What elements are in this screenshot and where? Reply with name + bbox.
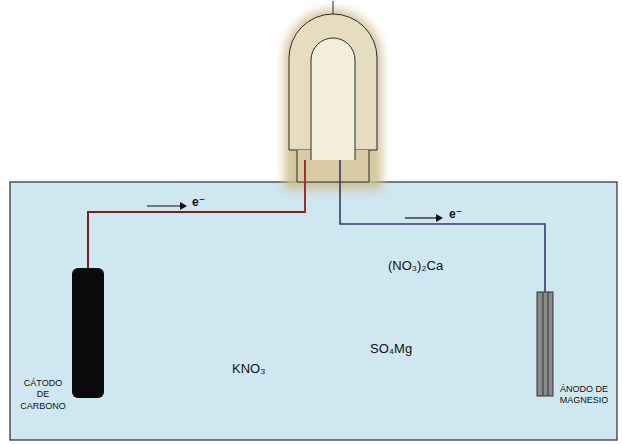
electron-arrow — [405, 217, 436, 218]
electrode-label: ÁNODO DE MAGNESIO — [560, 384, 609, 407]
carbon-cathode — [72, 268, 104, 398]
bulb-glow — [284, 9, 382, 190]
anode-line — [543, 292, 544, 396]
electrolyte-tank — [10, 182, 617, 440]
electron-label: e⁻ — [449, 208, 462, 222]
electrolyte-formula: SO₄Mg — [370, 342, 412, 357]
anode-wire — [340, 160, 545, 292]
electrolyte-formula: (NO₃)₂Ca — [388, 259, 443, 274]
electron-label: e⁻ — [192, 196, 205, 210]
bulb-filament — [311, 38, 355, 160]
electrolyte-formula: KNO₃ — [232, 362, 265, 377]
electron-arrow — [147, 205, 180, 206]
cathode-wire — [88, 160, 305, 270]
cathode-wire-highlight — [305, 160, 306, 212]
magnesium-anode — [537, 292, 553, 396]
electron-arrow-head — [180, 202, 187, 210]
bulb-tip — [333, 1, 334, 14]
electron-arrow-head — [436, 214, 443, 222]
anode-line — [548, 292, 549, 396]
electrode-label: CÁTODO DE CARBONO — [20, 378, 66, 412]
